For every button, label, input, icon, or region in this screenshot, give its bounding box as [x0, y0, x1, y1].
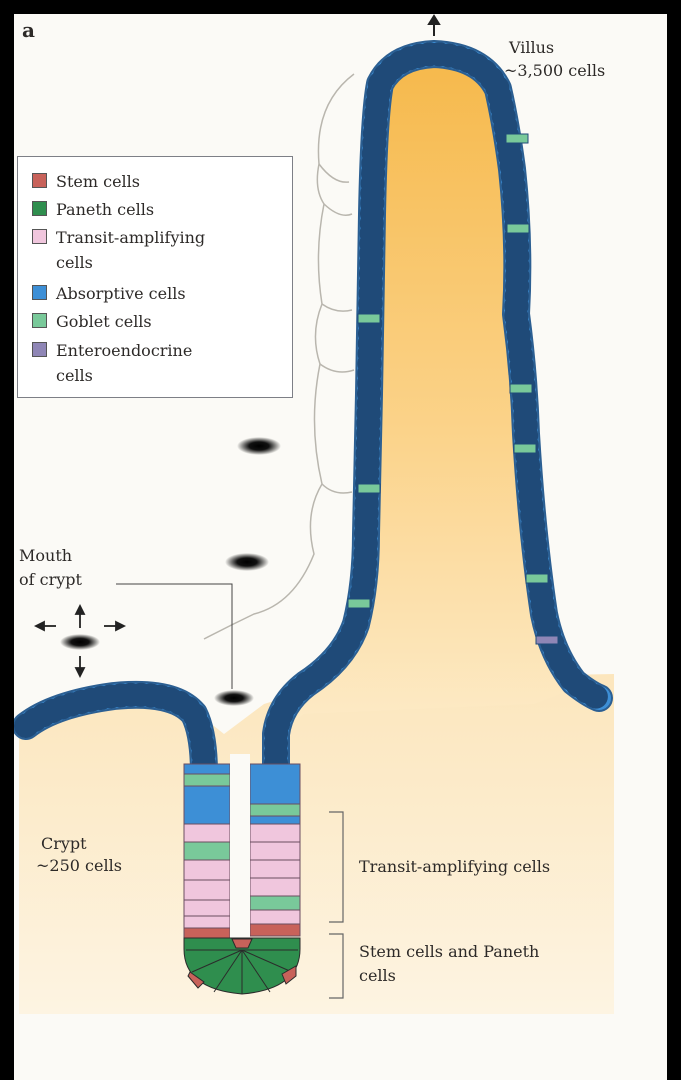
- cell-migration-marker: [214, 690, 254, 706]
- legend-swatch: [32, 229, 47, 244]
- legend: Stem cells Paneth cells Transit-amplifyi…: [17, 156, 293, 398]
- mouth-label-line1: Mouth: [19, 546, 72, 565]
- cell-migration-marker: [237, 437, 281, 455]
- crypt-left-wall: [184, 764, 230, 938]
- legend-swatch: [32, 313, 47, 328]
- legend-swatch: [32, 173, 47, 188]
- transit-amplifying-label: Transit-amplifying cells: [359, 857, 550, 876]
- legend-swatch: [32, 201, 47, 216]
- villus-top-arrow: [429, 16, 439, 36]
- legend-swatch: [32, 342, 47, 357]
- cell-migration-marker: [60, 634, 100, 650]
- diagram-panel: a Villus ~3,500 cells Stem cells Paneth …: [14, 14, 667, 1080]
- panel-label: a: [22, 18, 35, 42]
- crypt-lumen-gap: [230, 754, 250, 939]
- villus-title: Villus: [509, 38, 554, 57]
- lamina-propria: [19, 674, 614, 1014]
- mouth-label-line2: of crypt: [19, 570, 82, 589]
- stem-paneth-label-line1: Stem cells and Paneth: [359, 942, 539, 961]
- stem-paneth-label-line2: cells: [359, 966, 396, 985]
- mouth-leader-line: [116, 584, 232, 689]
- cell-migration-marker: [225, 553, 269, 571]
- crypt-cell-count: ~250 cells: [36, 856, 122, 875]
- legend-swatch: [32, 285, 47, 300]
- enteroendocrine-cell: [536, 636, 558, 644]
- crypt-right-wall: [250, 764, 300, 936]
- crypt-title: Crypt: [41, 834, 87, 853]
- villus-cell-count: ~3,500 cells: [504, 61, 605, 80]
